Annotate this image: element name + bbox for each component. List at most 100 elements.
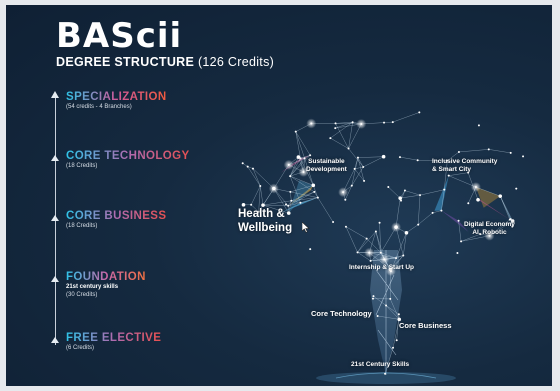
- network-link: [289, 176, 301, 203]
- level-name: CORE BUSINESS: [66, 210, 167, 222]
- network-tree-illustration: [241, 111, 525, 384]
- network-node: [296, 155, 301, 159]
- network-node: [398, 196, 402, 200]
- network-link: [288, 191, 315, 206]
- node-glow: [385, 266, 396, 277]
- network-link: [295, 131, 311, 156]
- network-link: [417, 195, 421, 225]
- network-link: [300, 197, 318, 203]
- network-link: [357, 157, 365, 181]
- degree-structure-title: DEGREE STRUCTURE (126 Credits): [56, 55, 274, 69]
- network-node: [509, 151, 512, 154]
- network-node: [392, 346, 395, 349]
- level-credits: (30 Credits): [66, 292, 98, 298]
- network-link: [295, 131, 301, 159]
- network-node: [356, 156, 359, 159]
- network-link: [447, 151, 460, 161]
- network-link: [348, 148, 364, 168]
- level-foundation: FOUNDATION 21st century skills (30 Credi…: [66, 271, 146, 299]
- node-glow: [306, 118, 317, 129]
- network-node: [251, 167, 254, 170]
- network-link: [357, 238, 367, 253]
- network-links: [242, 112, 513, 374]
- network-link: [385, 305, 399, 315]
- network-link: [354, 157, 359, 169]
- subtitle-credits: (126 Credits): [197, 55, 275, 69]
- node-glow: [364, 247, 375, 258]
- network-link: [330, 122, 353, 139]
- network-node: [460, 240, 463, 243]
- level-core-technology: CORE TECHNOLOGY (18 Credits): [66, 150, 190, 170]
- level-credits: (18 Credits): [66, 163, 98, 169]
- network-link: [251, 204, 259, 212]
- network-node: [257, 210, 260, 213]
- network-link: [295, 131, 305, 159]
- label-sustainable-development: Sustainable Development: [306, 158, 347, 174]
- network-link: [500, 196, 511, 220]
- network-link: [262, 204, 289, 214]
- network-link: [252, 168, 261, 187]
- network-node: [374, 230, 377, 233]
- level-free-elective: FREE ELECTIVE (6 Credits): [66, 332, 161, 352]
- network-link: [291, 200, 301, 203]
- network-node: [457, 150, 460, 153]
- canopy-facet: [477, 198, 510, 220]
- network-node: [316, 196, 319, 199]
- axis-tick-icon: [51, 155, 59, 161]
- label-line: & Smart City: [432, 166, 472, 173]
- network-node: [383, 121, 386, 124]
- network-link: [300, 154, 311, 159]
- network-node: [498, 194, 503, 198]
- network-node: [385, 304, 388, 307]
- network-node: [287, 204, 290, 207]
- network-node: [356, 251, 359, 254]
- node-glow: [338, 187, 349, 198]
- network-node: [476, 197, 480, 202]
- network-link: [291, 197, 318, 201]
- network-node: [419, 194, 422, 197]
- network-node: [344, 198, 347, 201]
- network-node: [365, 237, 368, 240]
- label-line: Sustainable: [308, 158, 345, 165]
- network-node: [378, 221, 381, 224]
- network-node: [400, 199, 403, 202]
- network-node: [332, 221, 335, 224]
- network-link: [377, 315, 400, 320]
- subtitle-main: DEGREE STRUCTURE: [56, 55, 195, 69]
- network-node: [369, 259, 372, 262]
- network-link: [351, 166, 364, 186]
- network-node: [417, 223, 420, 226]
- network-nodes: [241, 111, 525, 375]
- logo-text: BAScii: [56, 17, 182, 53]
- label-line: Health &: [238, 208, 285, 220]
- network-link: [448, 172, 469, 176]
- network-node: [309, 154, 312, 157]
- network-link: [290, 185, 314, 193]
- network-node: [362, 165, 365, 168]
- network-link: [400, 194, 421, 199]
- level-credits: (54 credits - 4 Branches): [66, 104, 132, 110]
- network-link: [510, 219, 513, 227]
- network-link: [330, 137, 349, 149]
- network-node: [447, 174, 450, 177]
- network-node: [509, 218, 512, 221]
- network-link: [441, 189, 445, 211]
- network-node: [479, 233, 482, 236]
- network-link: [388, 186, 401, 199]
- network-node: [379, 251, 382, 254]
- network-link: [458, 220, 462, 242]
- network-link: [335, 121, 353, 129]
- node-glow: [356, 118, 367, 129]
- level-credits: (18 Credits): [66, 223, 98, 229]
- label-line: Inclusive Community: [432, 158, 498, 165]
- axis-tick-icon: [51, 337, 59, 343]
- level-name: FREE ELECTIVE: [66, 332, 162, 344]
- label-line: Wellbeing: [238, 222, 293, 234]
- network-node: [334, 122, 337, 125]
- network-link: [351, 157, 359, 186]
- network-node: [416, 159, 419, 162]
- network-link: [390, 298, 400, 320]
- network-node: [457, 219, 460, 222]
- node-glow: [379, 254, 390, 265]
- network-link: [348, 122, 353, 149]
